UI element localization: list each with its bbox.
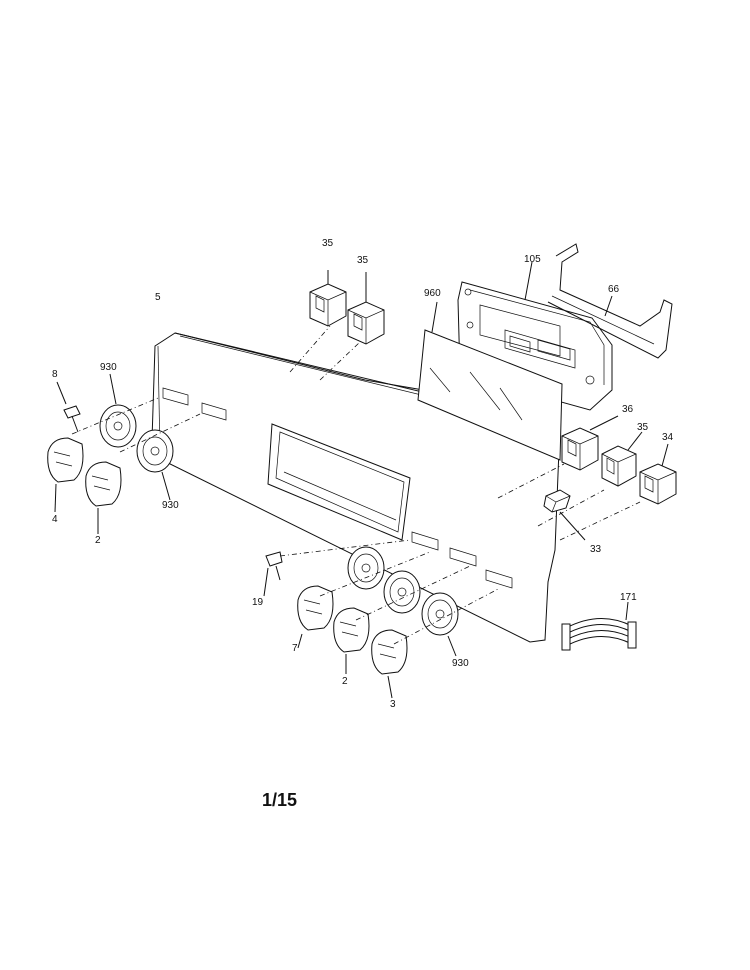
label-7: 7 [292, 643, 298, 654]
label-5: 5 [155, 292, 161, 303]
label-19: 19 [252, 597, 264, 608]
label-105: 105 [524, 254, 541, 265]
page-number: 1/15 [262, 790, 297, 810]
bezel-930-bottom-c [421, 592, 459, 657]
label-2: 2 [95, 535, 101, 546]
infinite-switch-35-right [601, 431, 643, 487]
part-callouts: 35 35 105 66 5 960 8 930 930 4 2 36 35 3… [52, 238, 674, 710]
label-930: 930 [162, 500, 179, 511]
label-35: 35 [357, 255, 369, 266]
connector-33 [543, 489, 586, 541]
label-4: 4 [52, 514, 58, 525]
infinite-switch-34 [639, 443, 677, 505]
bezel-930-left-top [99, 373, 137, 448]
label-35: 35 [322, 238, 334, 249]
label-930: 930 [100, 362, 117, 373]
knob-2-left [85, 461, 122, 534]
label-3: 3 [390, 699, 396, 710]
panel-switch-slots [162, 387, 513, 589]
screw-19 [263, 551, 283, 597]
label-960: 960 [424, 288, 441, 299]
label-34: 34 [662, 432, 674, 443]
infinite-switch-35-top-left [309, 270, 347, 327]
knob-2-bottom [333, 607, 370, 674]
knob-4 [47, 437, 84, 513]
label-35: 35 [637, 422, 649, 433]
wire-harness-171 [561, 601, 637, 651]
mounting-bracket [547, 243, 673, 359]
label-171: 171 [620, 592, 637, 603]
label-36: 36 [622, 404, 634, 415]
label-930: 930 [452, 658, 469, 669]
display-glass [417, 301, 563, 461]
infinite-switch-36 [561, 415, 619, 471]
screw-8 [56, 381, 81, 433]
bezel-930-bottom-a [347, 546, 385, 590]
label-8: 8 [52, 369, 58, 380]
knob-7 [297, 585, 334, 649]
bezel-930-left-bottom [136, 429, 174, 501]
knob-3 [371, 629, 408, 699]
label-2: 2 [342, 676, 348, 687]
infinite-switch-35-top-right [347, 272, 385, 345]
label-33: 33 [590, 544, 602, 555]
label-66: 66 [608, 284, 620, 295]
